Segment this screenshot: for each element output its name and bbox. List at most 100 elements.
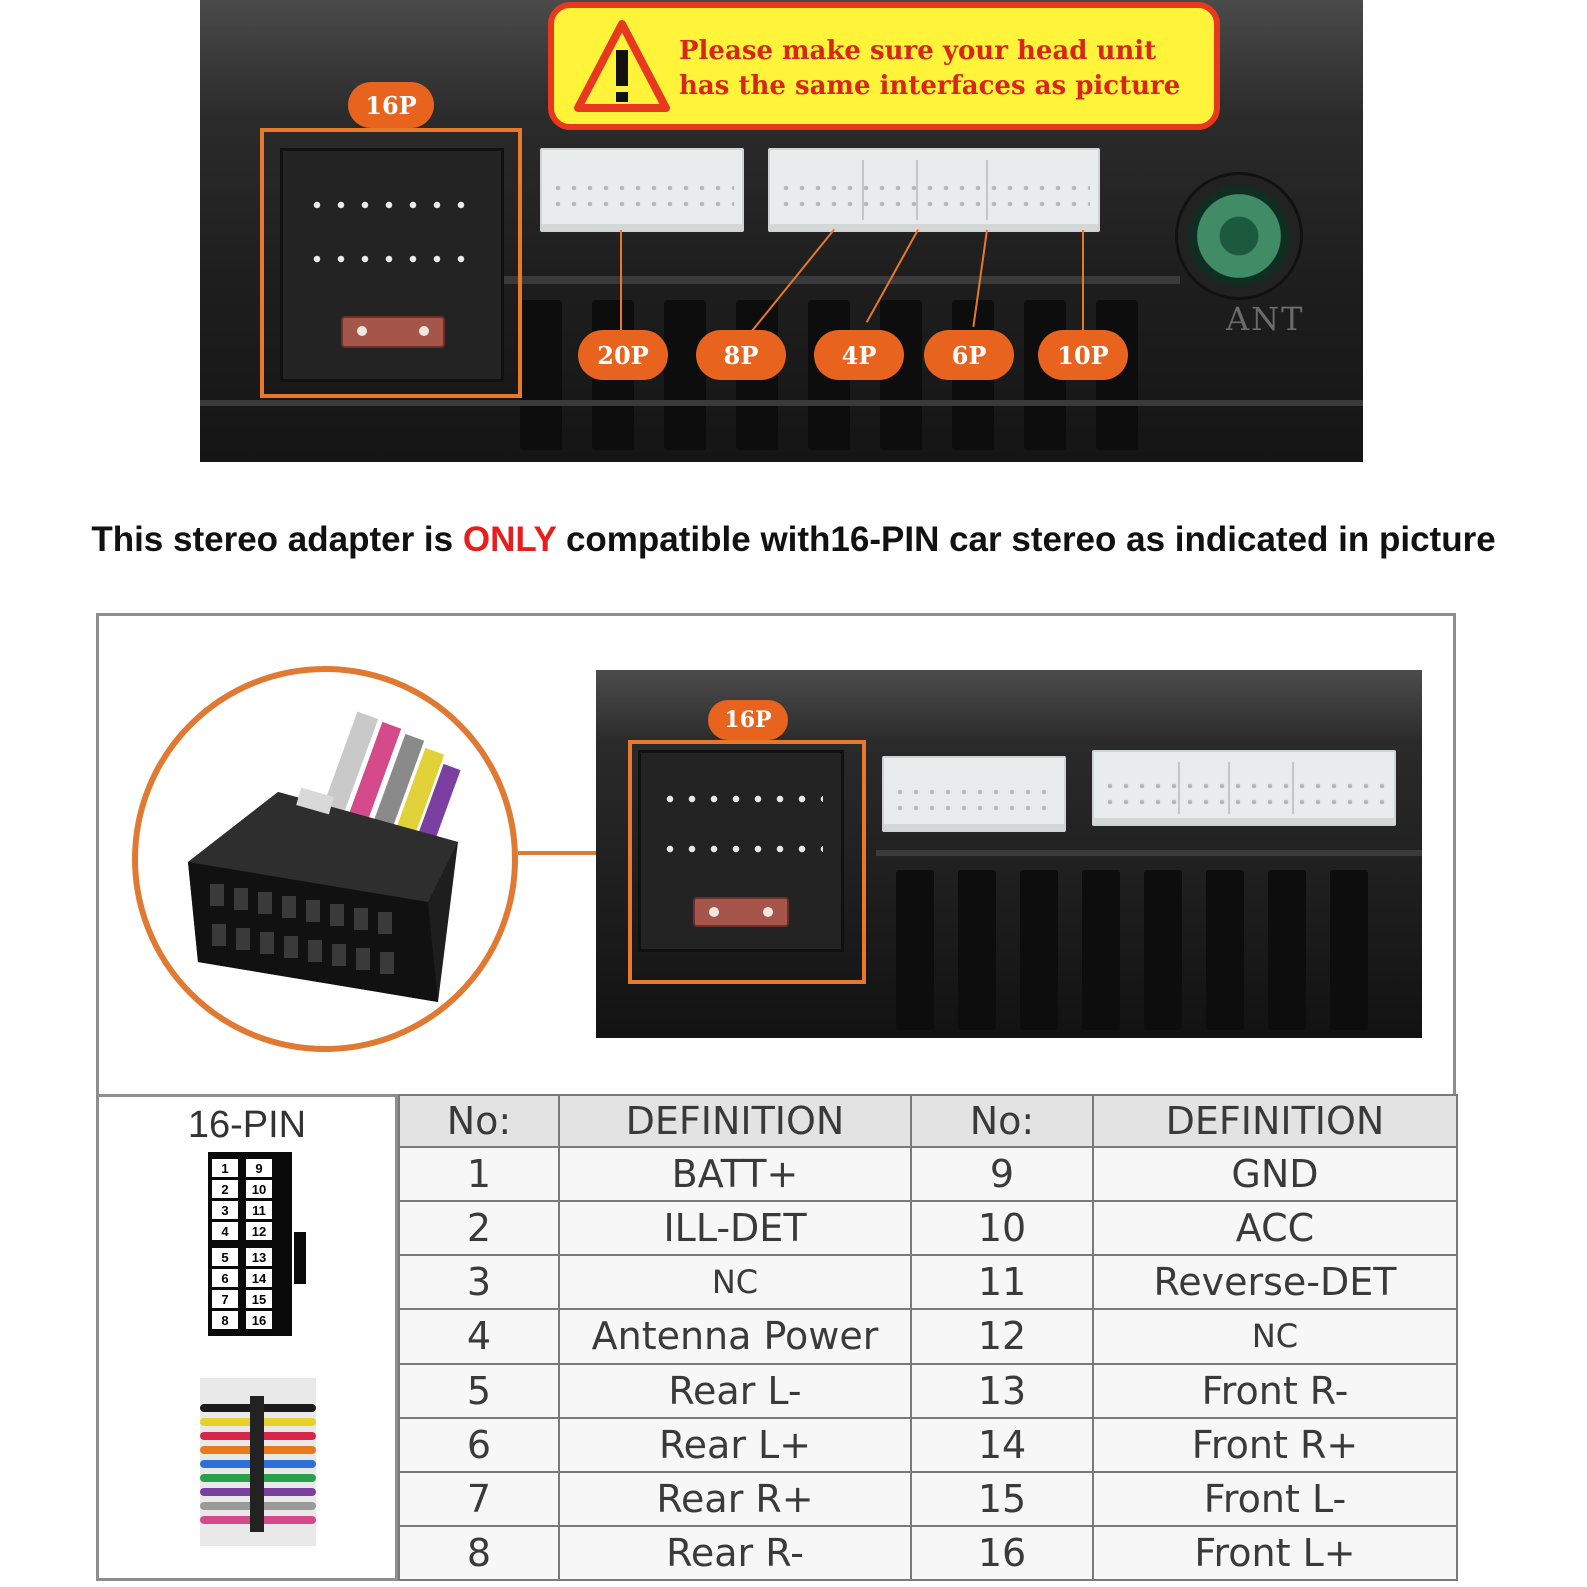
pin-number: 12 [910, 1308, 1094, 1365]
table-row: 8 Rear R- 16 Front L+ [398, 1524, 1458, 1582]
pin-number: 8 [398, 1524, 560, 1582]
badge-8p: 8P [696, 330, 786, 380]
pin-number: 7 [398, 1470, 560, 1527]
badge-16p: 16P [348, 82, 434, 128]
warning-triangle-icon [574, 20, 670, 112]
warning-line-1: Please make sure your head unit [679, 36, 1157, 66]
table-row: 7 Rear R+ 15 Front L- [398, 1470, 1458, 1527]
lower-16p-highlight-box [628, 740, 866, 984]
notice-accent: ONLY [462, 520, 557, 559]
badge-4p: 4P [814, 330, 904, 380]
connector-close-up [132, 666, 518, 1052]
pin-number-cell: 10 [246, 1180, 272, 1198]
warning-text: Please make sure your head unit has the … [679, 34, 1219, 104]
pin-number-cell: 12 [246, 1222, 272, 1240]
lower-badge-16p: 16P [708, 700, 788, 740]
table-header-row: No: DEFINITION No: DEFINITION [398, 1094, 1458, 1148]
badge-10p: 10P [1038, 330, 1128, 380]
pin-number: 3 [398, 1254, 560, 1311]
pin-number: 4 [398, 1308, 560, 1365]
pin-definition: Rear L+ [558, 1416, 912, 1473]
pin-definition: ILL-DET [558, 1200, 912, 1257]
table-row: 4 Antenna Power 12 NC [398, 1308, 1458, 1365]
pin-number: 2 [398, 1200, 560, 1257]
pin-definition-table: No: DEFINITION No: DEFINITION 1 BATT+ 9 … [398, 1094, 1458, 1582]
pin-number: 9 [910, 1145, 1094, 1203]
pin-definition: Front R+ [1092, 1416, 1458, 1473]
pin-definition: Rear R- [558, 1524, 912, 1582]
wire-harness-icon [200, 1378, 316, 1546]
notice-after: compatible with16-PIN car stereo as indi… [556, 520, 1496, 559]
pin-number-cell: 6 [212, 1269, 238, 1287]
lead-20p [620, 230, 622, 330]
compatibility-notice: This stereo adapter is ONLY compatible w… [0, 520, 1587, 560]
pin-number-cell: 11 [246, 1201, 272, 1219]
arrow-line [518, 851, 598, 855]
pin-definition: Front R- [1092, 1362, 1458, 1419]
16-pin-connector-icon [188, 711, 461, 1002]
table-row: 5 Rear L- 13 Front R- [398, 1362, 1458, 1419]
16p-socket [280, 148, 504, 382]
ant-label: ANT [1226, 300, 1305, 338]
pin-number: 5 [398, 1362, 560, 1419]
pin-definition: BATT+ [558, 1145, 912, 1203]
badge-6p: 6P [924, 330, 1014, 380]
pin-number-cell: 9 [246, 1159, 272, 1177]
lower-multi-plug [1092, 750, 1396, 826]
20p-plug [540, 148, 744, 232]
pin-definition: NC [558, 1254, 912, 1311]
lead-10p [1082, 230, 1084, 330]
pin-definition: Antenna Power [558, 1308, 912, 1365]
pin-number: 16 [910, 1524, 1094, 1582]
table-row: 1 BATT+ 9 GND [398, 1145, 1458, 1203]
header-no-left: No: [398, 1094, 560, 1148]
pin-number: 6 [398, 1416, 560, 1473]
header-definition-left: DEFINITION [558, 1094, 912, 1148]
pin-definition: NC [1092, 1308, 1458, 1365]
pin-number-cell: 8 [212, 1311, 238, 1329]
pin-number-cell: 14 [246, 1269, 272, 1287]
pin-number-cell: 4 [212, 1222, 238, 1240]
pin-definition: GND [1092, 1145, 1458, 1203]
fuse-icon [341, 316, 445, 348]
16p-highlight-box [260, 128, 522, 398]
pin-definition: Rear R+ [558, 1470, 912, 1527]
warning-callout: Please make sure your head unit has the … [548, 2, 1220, 130]
lower-16p-socket [638, 750, 844, 952]
pin-key-notch [294, 1232, 306, 1284]
pin-number-cell: 13 [246, 1248, 272, 1266]
pin-definition: Front L+ [1092, 1524, 1458, 1582]
pin-number: 13 [910, 1362, 1094, 1419]
pin-number: 1 [398, 1145, 560, 1203]
notice-before: This stereo adapter is [91, 520, 463, 559]
badge-20p: 20P [578, 330, 668, 380]
pin-number-cell: 16 [246, 1311, 272, 1329]
pin-number: 15 [910, 1470, 1094, 1527]
pin-number-cell: 3 [212, 1201, 238, 1219]
pin-definition: Rear L- [558, 1362, 912, 1419]
pin-number: 14 [910, 1416, 1094, 1473]
table-row: 3 NC 11 Reverse-DET [398, 1254, 1458, 1311]
pin-definition: ACC [1092, 1200, 1458, 1257]
pin-definition: Front L- [1092, 1470, 1458, 1527]
pin-number-cell: 5 [212, 1248, 238, 1266]
pin-definition: Reverse-DET [1092, 1254, 1458, 1311]
header-no-right: No: [910, 1094, 1094, 1148]
pin-number-cell: 2 [212, 1180, 238, 1198]
pin-number-cell: 1 [212, 1159, 238, 1177]
pin-number-cell: 7 [212, 1290, 238, 1308]
warning-line-2: has the same interfaces as picture [679, 71, 1181, 101]
table-row: 6 Rear L+ 14 Front R+ [398, 1416, 1458, 1473]
lower-photo-panel [596, 670, 1422, 1038]
multi-plug [768, 148, 1100, 232]
table-row: 2 ILL-DET 10 ACC [398, 1200, 1458, 1257]
antenna-socket-icon [1175, 172, 1303, 300]
pin-layout-title: 16-PIN [187, 1104, 307, 1146]
pin-number: 10 [910, 1200, 1094, 1257]
pin-number-cell: 15 [246, 1290, 272, 1308]
header-definition-right: DEFINITION [1092, 1094, 1458, 1148]
pin-number: 11 [910, 1254, 1094, 1311]
